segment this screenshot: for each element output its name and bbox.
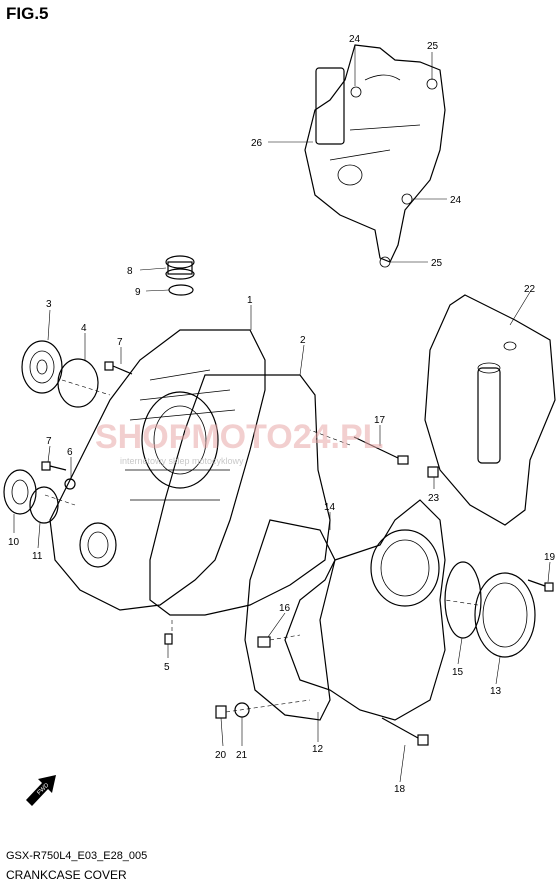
part-number-7: 7 xyxy=(46,436,52,447)
figure-name: CRANKCASE COVER xyxy=(6,868,127,882)
o-ring-15 xyxy=(444,561,482,639)
part-number-18: 18 xyxy=(394,784,406,795)
part-number-2: 2 xyxy=(300,335,306,346)
leader-lines xyxy=(13,45,551,783)
o-ring-11 xyxy=(29,486,59,524)
part-number-6: 6 xyxy=(67,447,73,458)
part-number-5: 5 xyxy=(164,662,170,673)
part-number-21: 21 xyxy=(236,750,248,761)
seal-3 xyxy=(21,340,63,394)
part-numbers: 24 25 26 24 25 8 9 3 4 7 1 2 7 6 10 11 5… xyxy=(8,34,556,795)
gasket-2 xyxy=(149,374,331,616)
part-number-10: 10 xyxy=(8,537,20,548)
part-number-8: 8 xyxy=(127,266,133,277)
bolt-7-top xyxy=(104,361,133,375)
bolt-20 xyxy=(215,705,227,719)
part-number-16: 16 xyxy=(279,603,291,614)
part-number-14: 14 xyxy=(324,502,336,513)
figure-code: GSX-R750L4_E03_E28_005 xyxy=(6,850,148,862)
figure-title: FIG.5 xyxy=(6,4,49,23)
forward-arrow-icon: FWD xyxy=(26,775,56,806)
part-number-20: 20 xyxy=(215,750,227,761)
assembly-lines xyxy=(44,379,479,713)
bolt-19 xyxy=(527,579,554,592)
cover-14 xyxy=(284,499,446,721)
part-number-25: 25 xyxy=(431,258,443,269)
bolt-7-lower xyxy=(41,461,67,471)
part-number-17: 17 xyxy=(374,415,386,426)
watermark-tagline: internetowy sklep motocyklowy xyxy=(120,456,244,466)
gasket-12 xyxy=(244,519,336,721)
part-number-15: 15 xyxy=(452,667,464,678)
pin-23 xyxy=(427,466,439,478)
dowel-pin-5 xyxy=(164,633,173,645)
bolt-17 xyxy=(353,436,409,465)
seal-10 xyxy=(3,469,37,515)
part-number-26: 26 xyxy=(251,138,263,149)
crankcase-cover-1 xyxy=(49,329,266,611)
bolt-18 xyxy=(381,717,429,746)
part-number-23: 23 xyxy=(428,493,440,504)
o-ring-4 xyxy=(57,358,99,408)
watermark: SHOPMOTO24.PL internetowy sklep motocykl… xyxy=(95,418,383,466)
bracket-assembly xyxy=(304,44,446,268)
cover-13 xyxy=(474,572,536,658)
part-number-7: 7 xyxy=(117,337,123,348)
part-number-19: 19 xyxy=(544,552,556,563)
oil-filler-cap xyxy=(165,255,195,296)
part-number-9: 9 xyxy=(135,287,141,298)
watermark-brand: SHOPMOTO24.PL xyxy=(95,418,383,456)
part-number-12: 12 xyxy=(312,744,324,755)
part-number-1: 1 xyxy=(247,295,253,306)
part-number-13: 13 xyxy=(490,686,502,697)
part-number-3: 3 xyxy=(46,299,52,310)
part-number-24: 24 xyxy=(450,195,462,206)
washer-6 xyxy=(64,478,76,490)
part-number-22: 22 xyxy=(524,284,536,295)
cover-22 xyxy=(424,294,556,526)
part-number-24: 24 xyxy=(349,34,361,45)
part-number-25: 25 xyxy=(427,41,439,52)
dowel-16 xyxy=(257,636,271,648)
part-number-11: 11 xyxy=(32,551,43,562)
part-number-4: 4 xyxy=(81,323,87,334)
